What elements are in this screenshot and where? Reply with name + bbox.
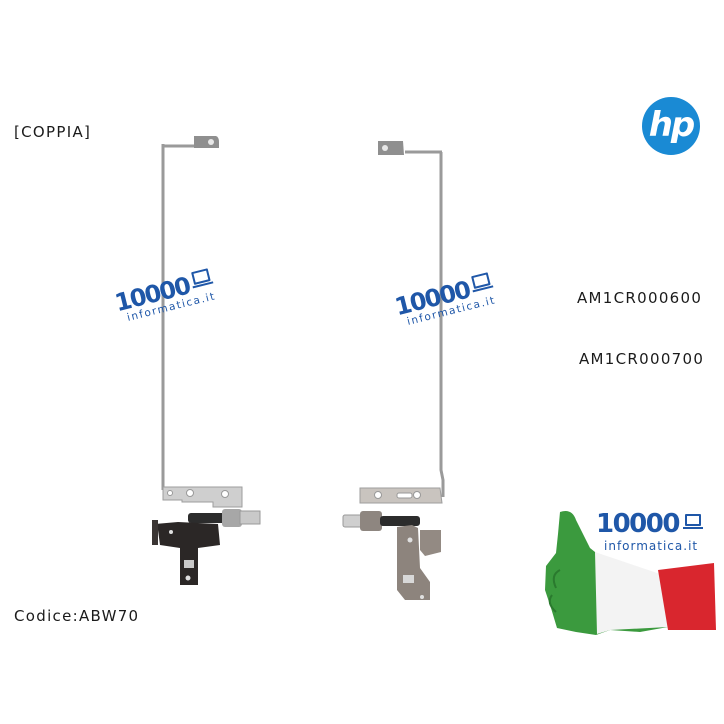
part-number-2: AM1CR000700 <box>579 350 705 368</box>
shop-badge-domain: informatica.it <box>604 539 699 553</box>
laptop-icon <box>191 268 211 285</box>
left-hinge <box>152 136 261 585</box>
hp-logo-text: hp <box>648 105 696 145</box>
shop-badge: 10000 informatica.it <box>596 509 703 553</box>
laptop-icon <box>471 272 491 289</box>
product-code: Codice:ABW70 <box>14 607 140 625</box>
thumbs-up-icon <box>545 511 716 635</box>
pair-label: [COPPIA] <box>14 123 92 141</box>
part-number-1: AM1CR000600 <box>577 289 703 307</box>
hp-logo: hp <box>642 97 700 155</box>
right-hinge <box>342 141 445 600</box>
laptop-icon <box>682 514 703 529</box>
shop-badge-number: 10000 <box>596 509 680 539</box>
